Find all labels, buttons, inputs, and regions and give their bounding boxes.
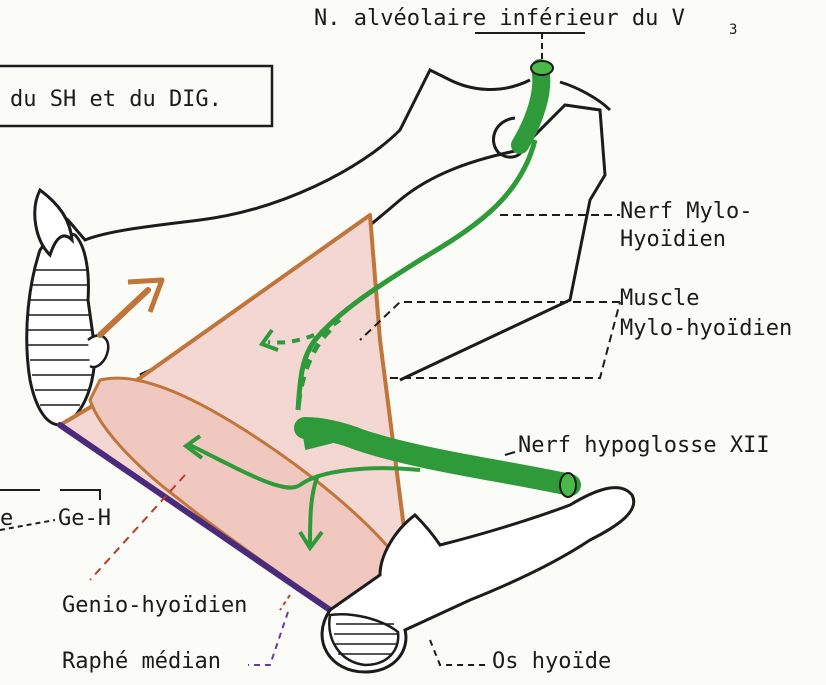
ge-h-bracket bbox=[60, 490, 100, 500]
label-box-text: du SH et du DIG. bbox=[10, 87, 222, 112]
label-hypoglosse: Nerf hypoglosse XII bbox=[518, 433, 770, 458]
alveolar-nerve-end bbox=[531, 61, 553, 75]
label-left-e: e bbox=[0, 506, 13, 531]
label-muscle-mylo-line2: Mylo-hyoïdien bbox=[620, 316, 792, 341]
hyoide-leader bbox=[430, 640, 490, 665]
genio-leader-2 bbox=[280, 595, 290, 610]
label-ge-h: Ge-H bbox=[58, 506, 111, 531]
label-alveolar-nerve-subscript: 3 bbox=[729, 22, 737, 38]
muscle-direction-arrow bbox=[100, 290, 148, 335]
label-os-hyoide: Os hyoïde bbox=[492, 649, 611, 674]
label-genio-hyoidien: Genio-hyoïdien bbox=[62, 593, 247, 618]
raphe-leader bbox=[248, 612, 288, 665]
label-nerf-mylo-line1: Nerf Mylo- bbox=[620, 199, 752, 224]
muscle-mylo-leader bbox=[360, 302, 620, 340]
hypoglossal-nerve-end bbox=[560, 473, 576, 497]
muscle-mylo-leader-2 bbox=[390, 302, 620, 378]
label-muscle-mylo-line1: Muscle bbox=[620, 286, 699, 311]
hypoglosse-leader bbox=[505, 452, 515, 455]
label-alveolar-nerve: N. alvéolaire inférieur du V bbox=[314, 6, 685, 31]
label-raphe-median: Raphé médian bbox=[62, 649, 221, 674]
label-nerf-mylo-line2: Hyoïdien bbox=[620, 227, 726, 252]
genial-tubercle bbox=[88, 335, 108, 367]
